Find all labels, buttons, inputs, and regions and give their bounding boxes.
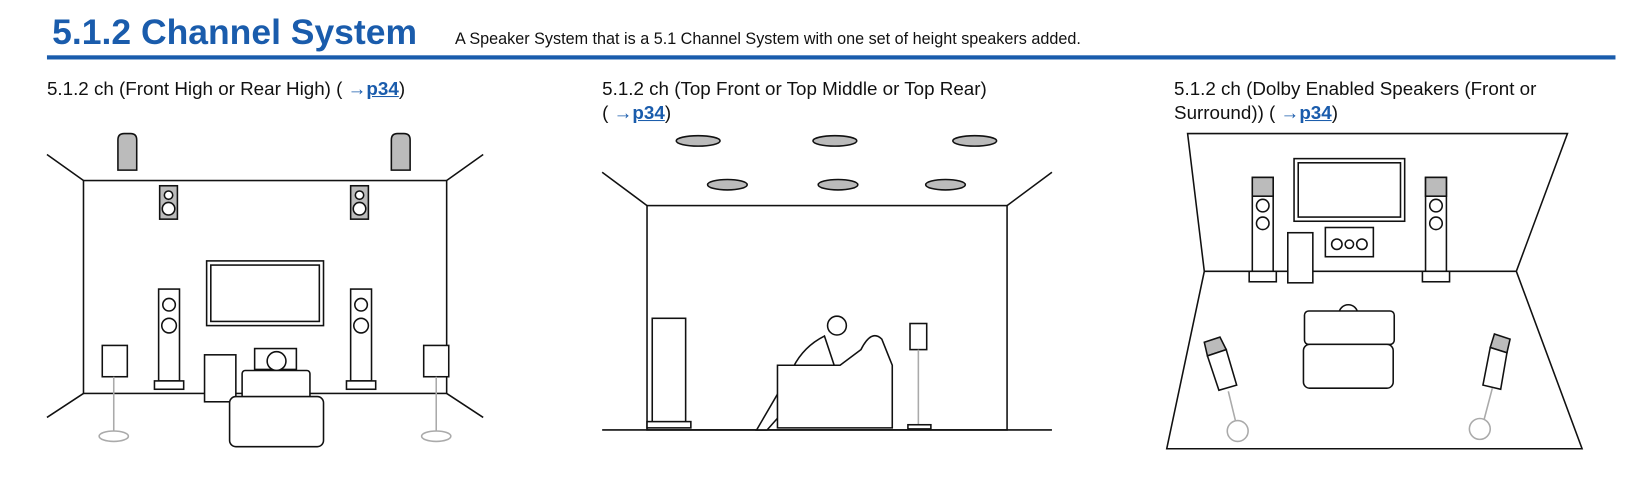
center-speaker-icon [1324, 226, 1375, 258]
caption-top-speakers: 5.1.2 ch (Top Front or Top Middle or Top… [602, 77, 987, 125]
caption-text: 5.1.2 ch (Front High or Rear High) ( [46, 78, 343, 100]
caption-text-2: ( [602, 102, 609, 124]
diagram-front-high [46, 132, 484, 448]
arrow-icon: → [347, 78, 367, 100]
caption-close: ) [1331, 102, 1338, 124]
ceiling-speaker-icon [675, 134, 998, 191]
caption-front-high: 5.1.2 ch (Front High or Rear High) ( →p3… [47, 77, 405, 101]
subwoofer-icon [203, 354, 237, 403]
section-subtitle: A Speaker System that is a 5.1 Channel S… [455, 30, 1081, 49]
height-speaker-icon [117, 132, 411, 171]
dolby-enabled-tower-icon [1248, 176, 1451, 283]
tower-speaker-icon [153, 288, 377, 391]
page-link-p34[interactable]: p34 [366, 78, 399, 100]
caption-text: 5.1.2 ch (Dolby Enabled Speakers (Front … [1174, 78, 1537, 100]
tv-icon [205, 260, 325, 327]
caption-text-2: Surround)) ( [1174, 102, 1276, 124]
title-divider [46, 55, 1616, 60]
listener-on-sofa-icon [755, 315, 894, 431]
tv-icon [1293, 157, 1406, 223]
caption-close: ) [664, 102, 672, 124]
surround-speaker-icon [98, 344, 452, 443]
arrow-icon: → [1280, 102, 1300, 124]
caption-text: 5.1.2 ch (Top Front or Top Middle or Top… [602, 78, 987, 100]
subwoofer-icon [1287, 231, 1314, 284]
front-high-speaker-icon [158, 184, 370, 220]
dolby-enabled-surround-icon [1203, 332, 1511, 443]
sofa-with-listener-icon [228, 350, 325, 448]
sofa-with-listener-icon [1302, 303, 1396, 389]
caption-close: ) [398, 78, 406, 100]
tower-speaker-side-icon [646, 317, 692, 429]
diagram-dolby-enabled [1165, 132, 1584, 450]
section-title: 5.1.2 Channel System [52, 12, 418, 53]
arrow-icon: → [613, 102, 633, 124]
diagram-top-speakers [601, 134, 1053, 431]
caption-dolby-enabled: 5.1.2 ch (Dolby Enabled Speakers (Front … [1174, 77, 1536, 125]
page-link-p34[interactable]: p34 [1299, 102, 1332, 124]
page-link-p34[interactable]: p34 [632, 102, 665, 124]
surround-speaker-stand-icon [907, 322, 932, 430]
